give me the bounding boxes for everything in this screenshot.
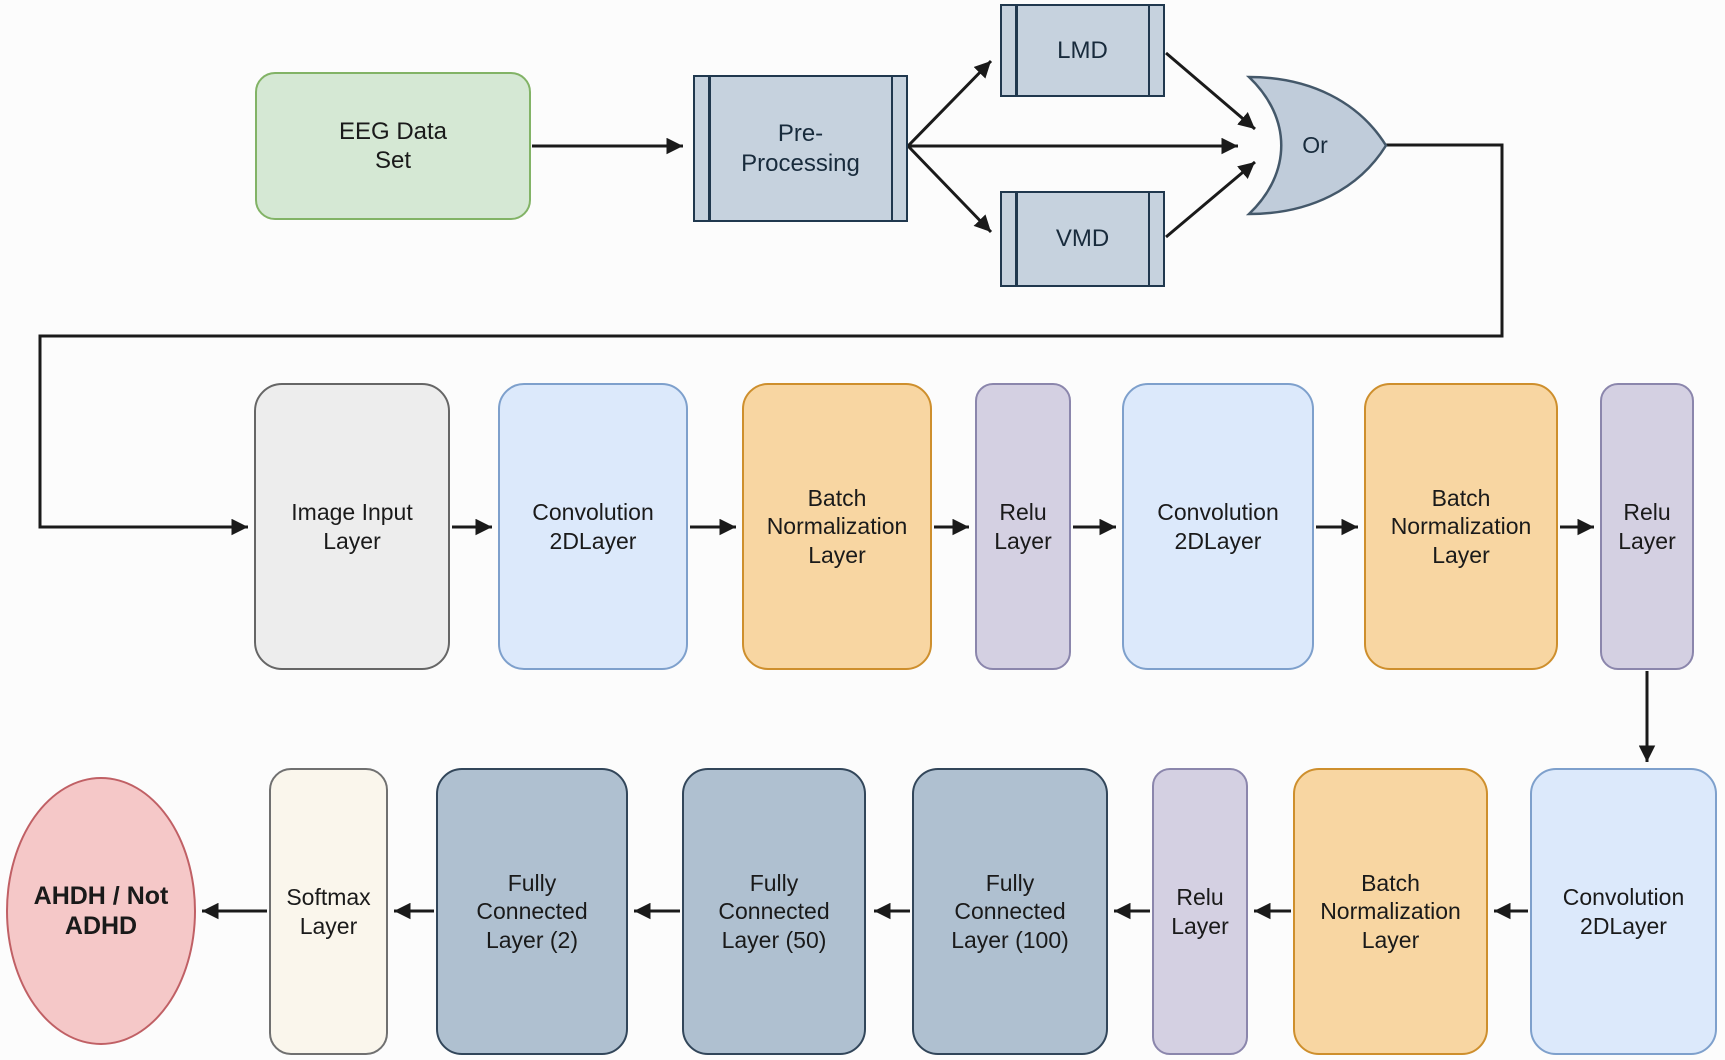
node-pre-processing-label: Pre- Processing [741, 120, 860, 177]
edge-vmd-to-or [1165, 160, 1256, 239]
node-convolution-2dlayer-1-label: Convolution 2DLayer [532, 499, 654, 554]
node-output-adhd: AHDH / Not ADHD [6, 777, 196, 1045]
node-convolution-2dlayer-1: Convolution 2DLayer [498, 383, 688, 670]
node-fully-connected-layer-50: Fully Connected Layer (50) [682, 768, 866, 1055]
node-image-input-layer-label: Image Input Layer [291, 499, 413, 554]
edge-preprocessing-to-vmd [906, 144, 993, 234]
node-relu-layer-2-label: Relu Layer [1618, 499, 1676, 554]
node-batch-normalization-layer-2-label: Batch Normalization Layer [1390, 485, 1532, 568]
edge-or-to-image-input [38, 143, 1504, 536]
node-eeg-data-set-label: EEG Data Set [338, 117, 448, 174]
node-fully-connected-layer-2-label: Fully Connected Layer (2) [476, 870, 588, 953]
edge-preprocessing-to-lmd [906, 59, 993, 148]
node-fully-connected-layer-2: Fully Connected Layer (2) [436, 768, 628, 1055]
node-convolution-2dlayer-3: Convolution 2DLayer [1530, 768, 1717, 1055]
node-batch-normalization-layer-1-label: Batch Normalization Layer [766, 485, 908, 568]
node-convolution-2dlayer-3-label: Convolution 2DLayer [1562, 884, 1685, 939]
or-gate-icon [1245, 75, 1388, 216]
node-relu-layer-1: Relu Layer [975, 383, 1071, 670]
node-relu-layer-3-label: Relu Layer [1171, 884, 1229, 939]
node-batch-normalization-layer-3: Batch Normalization Layer [1293, 768, 1488, 1055]
node-or-gate: Or [1240, 72, 1390, 219]
node-relu-layer-3: Relu Layer [1152, 768, 1248, 1055]
node-relu-layer-1-label: Relu Layer [994, 499, 1052, 554]
node-fully-connected-layer-50-label: Fully Connected Layer (50) [718, 870, 830, 953]
node-batch-normalization-layer-3-label: Batch Normalization Layer [1320, 870, 1461, 953]
node-pre-processing: Pre- Processing [693, 75, 908, 222]
node-convolution-2dlayer-2: Convolution 2DLayer [1122, 383, 1314, 670]
node-batch-normalization-layer-2: Batch Normalization Layer [1364, 383, 1558, 670]
node-lmd: LMD [1000, 4, 1165, 97]
node-or-gate-label: Or [1302, 132, 1328, 158]
node-convolution-2dlayer-2-label: Convolution 2DLayer [1157, 499, 1279, 554]
node-eeg-data-set: EEG Data Set [255, 72, 531, 220]
node-softmax-layer-label: Softmax Layer [286, 884, 371, 939]
node-fully-connected-layer-100: Fully Connected Layer (100) [912, 768, 1108, 1055]
node-vmd: VMD [1000, 191, 1165, 287]
node-fully-connected-layer-100-label: Fully Connected Layer (100) [951, 870, 1069, 953]
node-output-adhd-label: AHDH / Not ADHD [33, 881, 169, 941]
edge-lmd-to-or [1165, 51, 1256, 131]
node-vmd-label: VMD [1055, 225, 1110, 253]
node-lmd-label: LMD [1057, 36, 1108, 64]
node-batch-normalization-layer-1: Batch Normalization Layer [742, 383, 932, 670]
node-softmax-layer: Softmax Layer [269, 768, 388, 1055]
node-relu-layer-2: Relu Layer [1600, 383, 1694, 670]
node-image-input-layer: Image Input Layer [254, 383, 450, 670]
